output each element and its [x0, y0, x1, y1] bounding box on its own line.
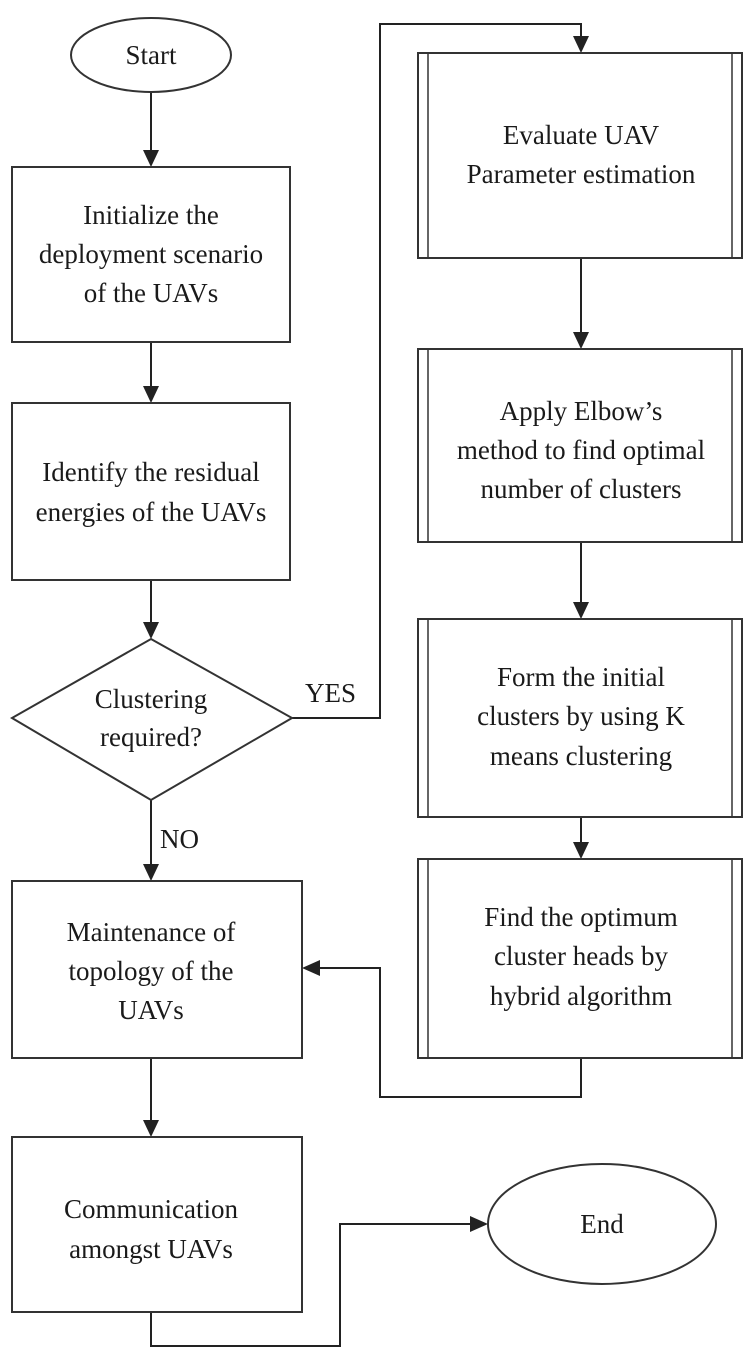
start-terminator — [70, 17, 232, 93]
communication-line-1: Communication — [64, 1194, 238, 1224]
yes-label: YES — [305, 678, 356, 708]
no-label: NO — [160, 824, 199, 854]
arrowhead — [143, 150, 159, 167]
node-identify: Identify the residual energies of the UA… — [11, 402, 291, 581]
evaluate-box — [417, 52, 743, 259]
edge-decision-to-evaluate — [292, 23, 582, 719]
arrowhead — [470, 1216, 488, 1232]
arrowhead — [302, 960, 320, 976]
form-line-1: Form the initial — [497, 662, 665, 692]
find-line-2: cluster heads by — [494, 941, 668, 971]
node-find: Find the optimum cluster heads by hybrid… — [417, 858, 743, 1059]
identify-line-2: energies of the UAVs — [36, 497, 267, 527]
node-maintenance: Maintenance of topology of the UAVs — [11, 880, 303, 1059]
node-elbow: Apply Elbow’s method to find optimal num… — [417, 348, 743, 543]
node-communication: Communication amongst UAVs — [11, 1136, 303, 1313]
end-label: End — [580, 1209, 624, 1239]
node-form: Form the initial clusters by using K mea… — [417, 618, 743, 818]
find-box — [417, 858, 743, 1059]
arrowhead — [143, 386, 159, 403]
find-line-3: hybrid algorithm — [490, 981, 672, 1011]
identify-box — [11, 402, 291, 581]
identify-line-1: Identify the residual — [42, 457, 259, 487]
node-init: Initialize the deployment scenario of th… — [11, 166, 291, 343]
arrowhead — [573, 842, 589, 859]
maintenance-line-2: topology of the — [69, 956, 234, 986]
form-line-3: means clustering — [490, 741, 672, 771]
maintenance-box — [11, 880, 303, 1059]
edge-find-to-maintenance — [318, 967, 582, 1098]
arrowhead — [573, 602, 589, 619]
arrowhead — [573, 36, 589, 53]
decision-line-1: Clustering — [95, 684, 208, 714]
end-terminator — [487, 1163, 717, 1285]
elbow-box — [417, 348, 743, 543]
arrowhead — [143, 1120, 159, 1137]
form-line-2: clusters by using K — [477, 701, 685, 731]
arrowhead — [573, 332, 589, 349]
evaluate-line-1: Evaluate UAV — [503, 120, 660, 150]
elbow-line-2: method to find optimal — [457, 435, 705, 465]
init-line-3: of the UAVs — [84, 278, 219, 308]
evaluate-line-2: Parameter estimation — [467, 159, 696, 189]
init-line-1: Initialize the — [83, 200, 219, 230]
init-box — [11, 166, 291, 343]
arrowhead — [143, 864, 159, 881]
node-end: End — [487, 1163, 717, 1285]
start-label: Start — [126, 40, 177, 70]
edges — [143, 23, 589, 1347]
edge-communication-to-end — [150, 1223, 472, 1347]
maintenance-line-1: Maintenance of — [67, 917, 236, 947]
init-line-2: deployment scenario — [39, 239, 263, 269]
decision-diamond — [10, 637, 295, 802]
decision-line-2: required? — [100, 722, 202, 752]
node-start: Start — [70, 17, 232, 93]
find-line-1: Find the optimum — [484, 902, 678, 932]
arrowhead — [143, 622, 159, 639]
communication-line-2: amongst UAVs — [69, 1234, 233, 1264]
node-evaluate: Evaluate UAV Parameter estimation — [417, 52, 743, 259]
maintenance-line-3: UAVs — [118, 995, 184, 1025]
node-decision: Clustering required? — [10, 637, 295, 802]
elbow-line-3: number of clusters — [481, 474, 682, 504]
form-box — [417, 618, 743, 818]
elbow-line-1: Apply Elbow’s — [500, 396, 663, 426]
communication-box — [11, 1136, 303, 1313]
